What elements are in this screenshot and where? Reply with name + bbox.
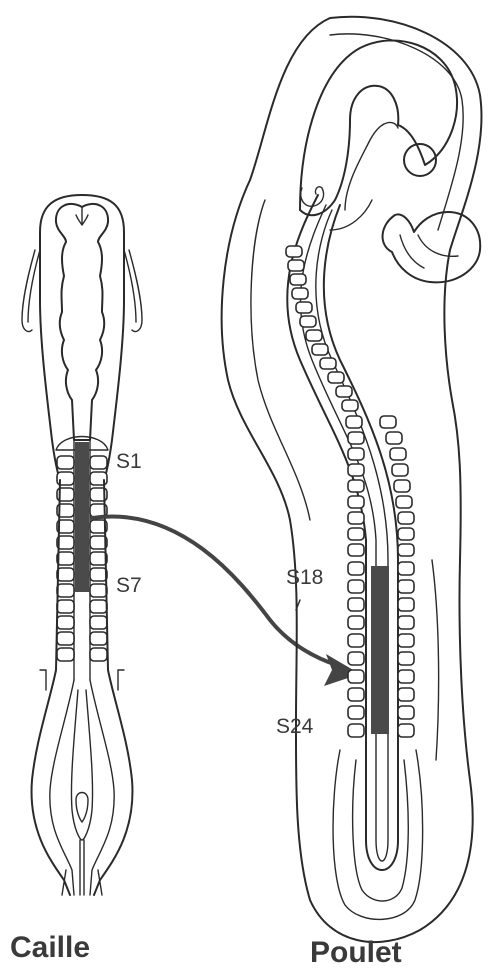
quail-embryo — [22, 195, 142, 895]
quail-right-fold — [124, 250, 142, 332]
quail-left-fold — [22, 250, 40, 332]
chick-graft-region — [371, 566, 389, 734]
quail-node — [76, 793, 88, 823]
quail-graft-region — [75, 442, 89, 592]
quail-brain — [56, 204, 108, 440]
chick-neural-tube-inner — [300, 205, 388, 861]
chick-embryo — [222, 17, 482, 942]
graft-arrow — [92, 517, 360, 686]
label-s1: S1 — [116, 450, 142, 473]
chick-somites-left — [286, 246, 364, 737]
chick-lateral-lines — [296, 560, 439, 760]
caption-caille: Caille — [10, 931, 90, 964]
chick-otic-vesicle — [301, 187, 324, 207]
quail-brain-midline — [76, 207, 88, 225]
label-s18: S18 — [286, 566, 323, 589]
label-s24: S24 — [276, 715, 314, 738]
chick-heart — [383, 212, 481, 282]
quail-outer-outline — [40, 195, 124, 480]
caption-poulet: Poulet — [310, 936, 402, 969]
chick-tail-region — [333, 750, 423, 919]
chick-head-fold — [330, 122, 398, 230]
chick-inner-outline — [251, 34, 463, 520]
quail-primitive-streak — [50, 680, 114, 895]
label-s7: S7 — [116, 574, 142, 597]
